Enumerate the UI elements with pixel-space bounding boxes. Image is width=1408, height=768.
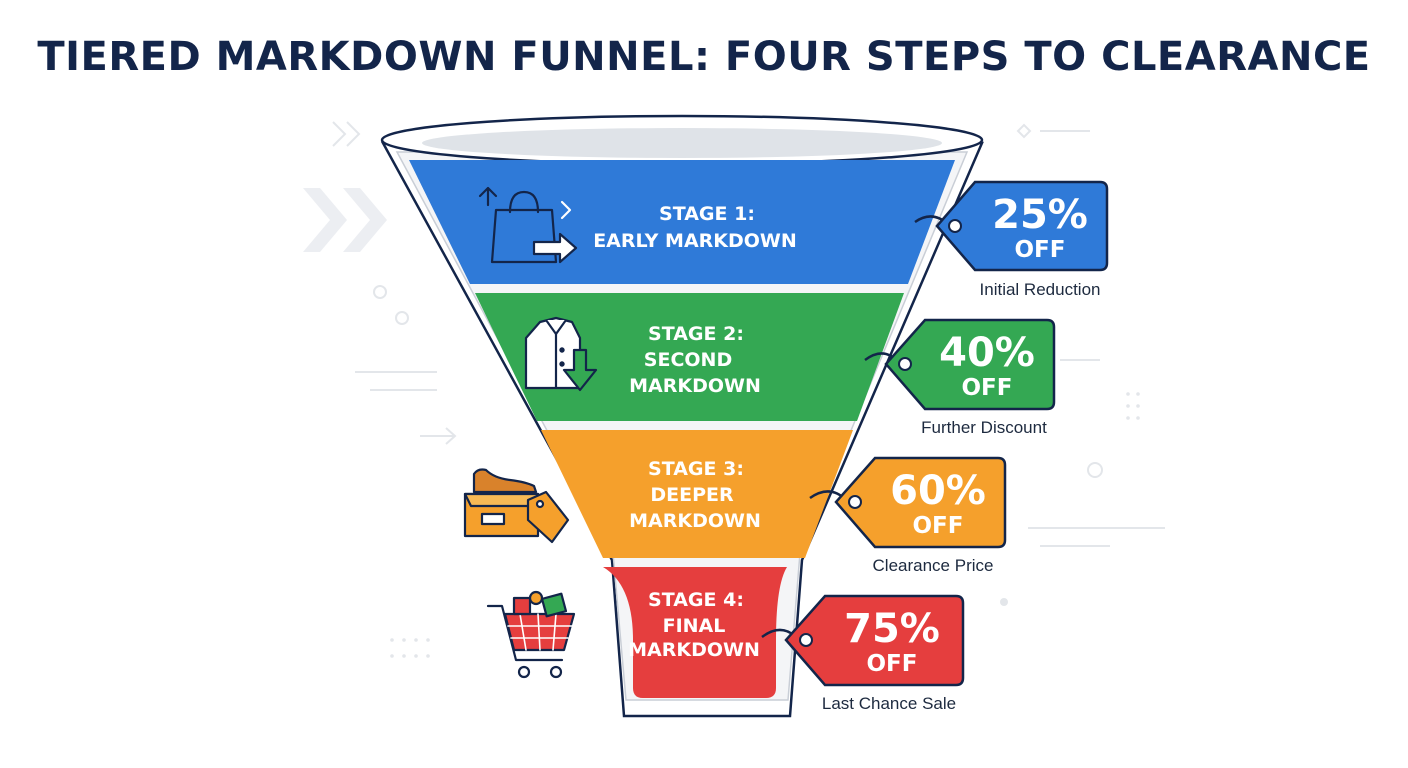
tag-2-percent: 40%	[939, 330, 1035, 376]
tag-2-off: OFF	[962, 375, 1013, 401]
decorative-background	[303, 121, 1165, 606]
stage-4-label: FINAL	[663, 615, 726, 637]
stage-2-label: MARKDOWN	[629, 375, 761, 397]
tag-4-caption: Last Chance Sale	[822, 694, 956, 713]
stage-2-label: SECOND	[644, 349, 732, 371]
stage-3-label: STAGE 3:	[648, 458, 744, 480]
stage-band-2	[475, 293, 904, 421]
tag-4-percent: 75%	[844, 606, 940, 652]
stage-4-label: MARKDOWN	[628, 639, 760, 661]
stage-4-label: STAGE 4:	[648, 589, 744, 611]
tag-3-caption: Clearance Price	[873, 556, 994, 575]
stage-1-label: STAGE 1:	[659, 203, 755, 225]
stage-3-label: MARKDOWN	[629, 510, 761, 532]
price-tag-1: 25% OFF	[914, 180, 1109, 272]
shopping-cart-icon	[486, 590, 576, 679]
price-tag-2: 40% OFF	[864, 318, 1056, 411]
shirt-down-arrow-icon	[524, 316, 598, 392]
tag-1-caption: Initial Reduction	[980, 280, 1101, 299]
stage-1-label: EARLY MARKDOWN	[593, 230, 797, 252]
tag-4-off: OFF	[867, 651, 918, 677]
decorative-dots	[390, 392, 1140, 658]
stage-3-label: DEEPER	[650, 484, 734, 506]
tag-3-percent: 60%	[890, 468, 986, 514]
shopping-bag-arrow-icon	[478, 186, 578, 264]
stage-labels: STAGE 1: EARLY MARKDOWN STAGE 2: SECOND …	[593, 203, 797, 661]
shoebox-tag-icon	[463, 468, 570, 544]
price-tag-4: 75% OFF	[761, 594, 965, 687]
stage-2-label: STAGE 2:	[648, 323, 744, 345]
price-tag-3: 60% OFF	[809, 456, 1007, 549]
tag-1-off: OFF	[1015, 237, 1066, 263]
tag-3-off: OFF	[913, 513, 964, 539]
tag-2-caption: Further Discount	[921, 418, 1047, 437]
stage-band-4	[603, 567, 787, 698]
stage-band-3	[541, 430, 853, 558]
tag-1-percent: 25%	[992, 192, 1088, 238]
page-title: TIERED MARKDOWN FUNNEL: FOUR STEPS TO CL…	[37, 34, 1371, 80]
